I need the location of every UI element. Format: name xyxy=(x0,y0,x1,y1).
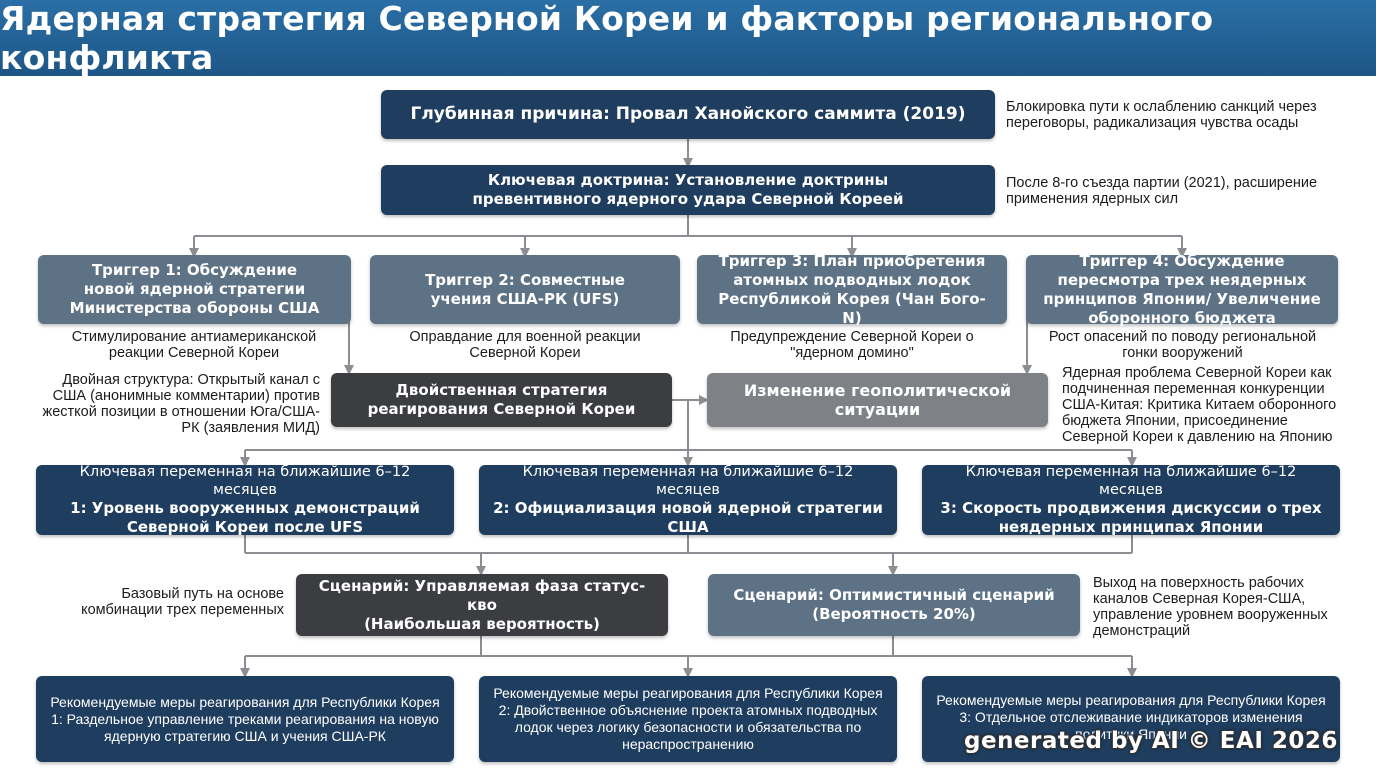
doctrine-box: Ключевая доктрина: Установление доктрины… xyxy=(381,165,995,215)
recommendation-2-label: 2: Двойственное объяснение проекта атомн… xyxy=(498,702,878,752)
recommendation-1-box: Рекомендуемые меры реагирования для Респ… xyxy=(36,676,454,762)
root-cause-label: Глубинная причина: Провал Ханойского сам… xyxy=(410,104,966,124)
variable-2-label: 2: Официализация новой ядерной стратегии… xyxy=(493,499,883,536)
scenario-1-note: Базовый путь на основе комбинации трех п… xyxy=(81,586,284,618)
doctrine-label: Ключевая доктрина: Установление доктрины… xyxy=(472,171,904,208)
scenario-2-note: Выход на поверхность рабочих каналов Сев… xyxy=(1093,575,1328,639)
watermark: generated by AI © EAI 2026 xyxy=(964,728,1338,754)
trigger-1-label: Триггер 1: Обсуждение новой ядерной стра… xyxy=(69,261,320,317)
variable-3-label: 3: Скорость продвижения дискуссии о трех… xyxy=(940,499,1322,536)
recommendation-1-label: 1: Раздельное управление треками реагиро… xyxy=(51,710,439,744)
variable-2-prefix: Ключевая переменная на ближайшие 6–12 ме… xyxy=(522,464,854,498)
geopolitical-box: Изменение геополитической ситуации xyxy=(707,373,1048,427)
recommendation-2-prefix: Рекомендуемые меры реагирования для Респ… xyxy=(493,685,883,701)
geopolitical-note: Ядерная проблема Северной Кореи как подч… xyxy=(1062,365,1337,445)
trigger-2-box: Триггер 2: Совместные учения США-РК (UFS… xyxy=(370,255,680,324)
recommendation-3-label: 3: Отдельное отслеживание индикаторов из… xyxy=(959,709,1303,742)
trigger-3-note: Предупреждение Северной Кореи о "ядерном… xyxy=(730,329,974,361)
scenario-1-title: Сценарий: Управляемая фаза статус-кво xyxy=(318,576,646,614)
trigger-1-note: Стимулирование антиамериканской реакции … xyxy=(71,329,317,361)
recommendation-3-prefix: Рекомендуемые меры реагирования для Респ… xyxy=(936,692,1326,708)
trigger-3-box: Триггер 3: План приобретения атомных под… xyxy=(697,252,1007,327)
trigger-4-note: Рост опасений по поводу региональной гон… xyxy=(1048,329,1317,361)
scenario-2-probability: (Вероятность 20%) xyxy=(812,605,976,623)
variable-1-box: Ключевая переменная на ближайшие 6–12 ме… xyxy=(36,464,454,536)
dual-strategy-box: Двойственная стратегия реагирования Севе… xyxy=(331,373,672,427)
variable-1-label: 1: Уровень вооруженных демонстраций Севе… xyxy=(70,499,420,536)
dual-strategy-note: Двойная структура: Открытый канал с США … xyxy=(42,372,320,436)
scenario-2-box: Сценарий: Оптимистичный сценарий (Вероят… xyxy=(708,574,1080,636)
root-cause-note: Блокировка пути к ослаблению санкций чер… xyxy=(1006,99,1317,131)
trigger-2-note: Оправдание для военной реакции Северной … xyxy=(409,329,641,361)
scenario-2-title: Сценарий: Оптимистичный сценарий xyxy=(733,586,1055,604)
page-title: Ядерная стратегия Северной Кореи и факто… xyxy=(0,0,1214,77)
recommendation-1-prefix: Рекомендуемые меры реагирования для Респ… xyxy=(50,693,440,710)
scenario-1-box: Сценарий: Управляемая фаза статус-кво (Н… xyxy=(296,574,668,636)
recommendation-2-box: Рекомендуемые меры реагирования для Респ… xyxy=(479,676,897,762)
variable-3-prefix: Ключевая переменная на ближайшие 6–12 ме… xyxy=(965,464,1297,498)
recommendation-3-box: Рекомендуемые меры реагирования для Респ… xyxy=(922,676,1340,762)
trigger-2-label: Триггер 2: Совместные учения США-РК (UFS… xyxy=(425,270,625,308)
trigger-3-label: Триггер 3: План приобретения атомных под… xyxy=(718,251,986,327)
trigger-1-box: Триггер 1: Обсуждение новой ядерной стра… xyxy=(38,255,351,324)
scenario-1-probability: (Наибольшая вероятность) xyxy=(364,614,600,633)
trigger-4-label: Триггер 4: Обсуждение пересмотра трех не… xyxy=(1043,251,1321,327)
variable-1-prefix: Ключевая переменная на ближайшие 6–12 ме… xyxy=(79,464,411,498)
trigger-4-box: Триггер 4: Обсуждение пересмотра трех не… xyxy=(1026,252,1338,327)
dual-strategy-label: Двойственная стратегия реагирования Севе… xyxy=(367,381,636,418)
title-banner: Ядерная стратегия Северной Кореи и факто… xyxy=(0,0,1376,77)
doctrine-note: После 8-го съезда партии (2021), расшире… xyxy=(1006,175,1318,207)
variable-2-box: Ключевая переменная на ближайшие 6–12 ме… xyxy=(479,464,897,536)
root-cause-box: Глубинная причина: Провал Ханойского сам… xyxy=(381,90,995,139)
geopolitical-label: Изменение геополитической ситуации xyxy=(743,381,1012,419)
variable-3-box: Ключевая переменная на ближайшие 6–12 ме… xyxy=(922,464,1340,536)
